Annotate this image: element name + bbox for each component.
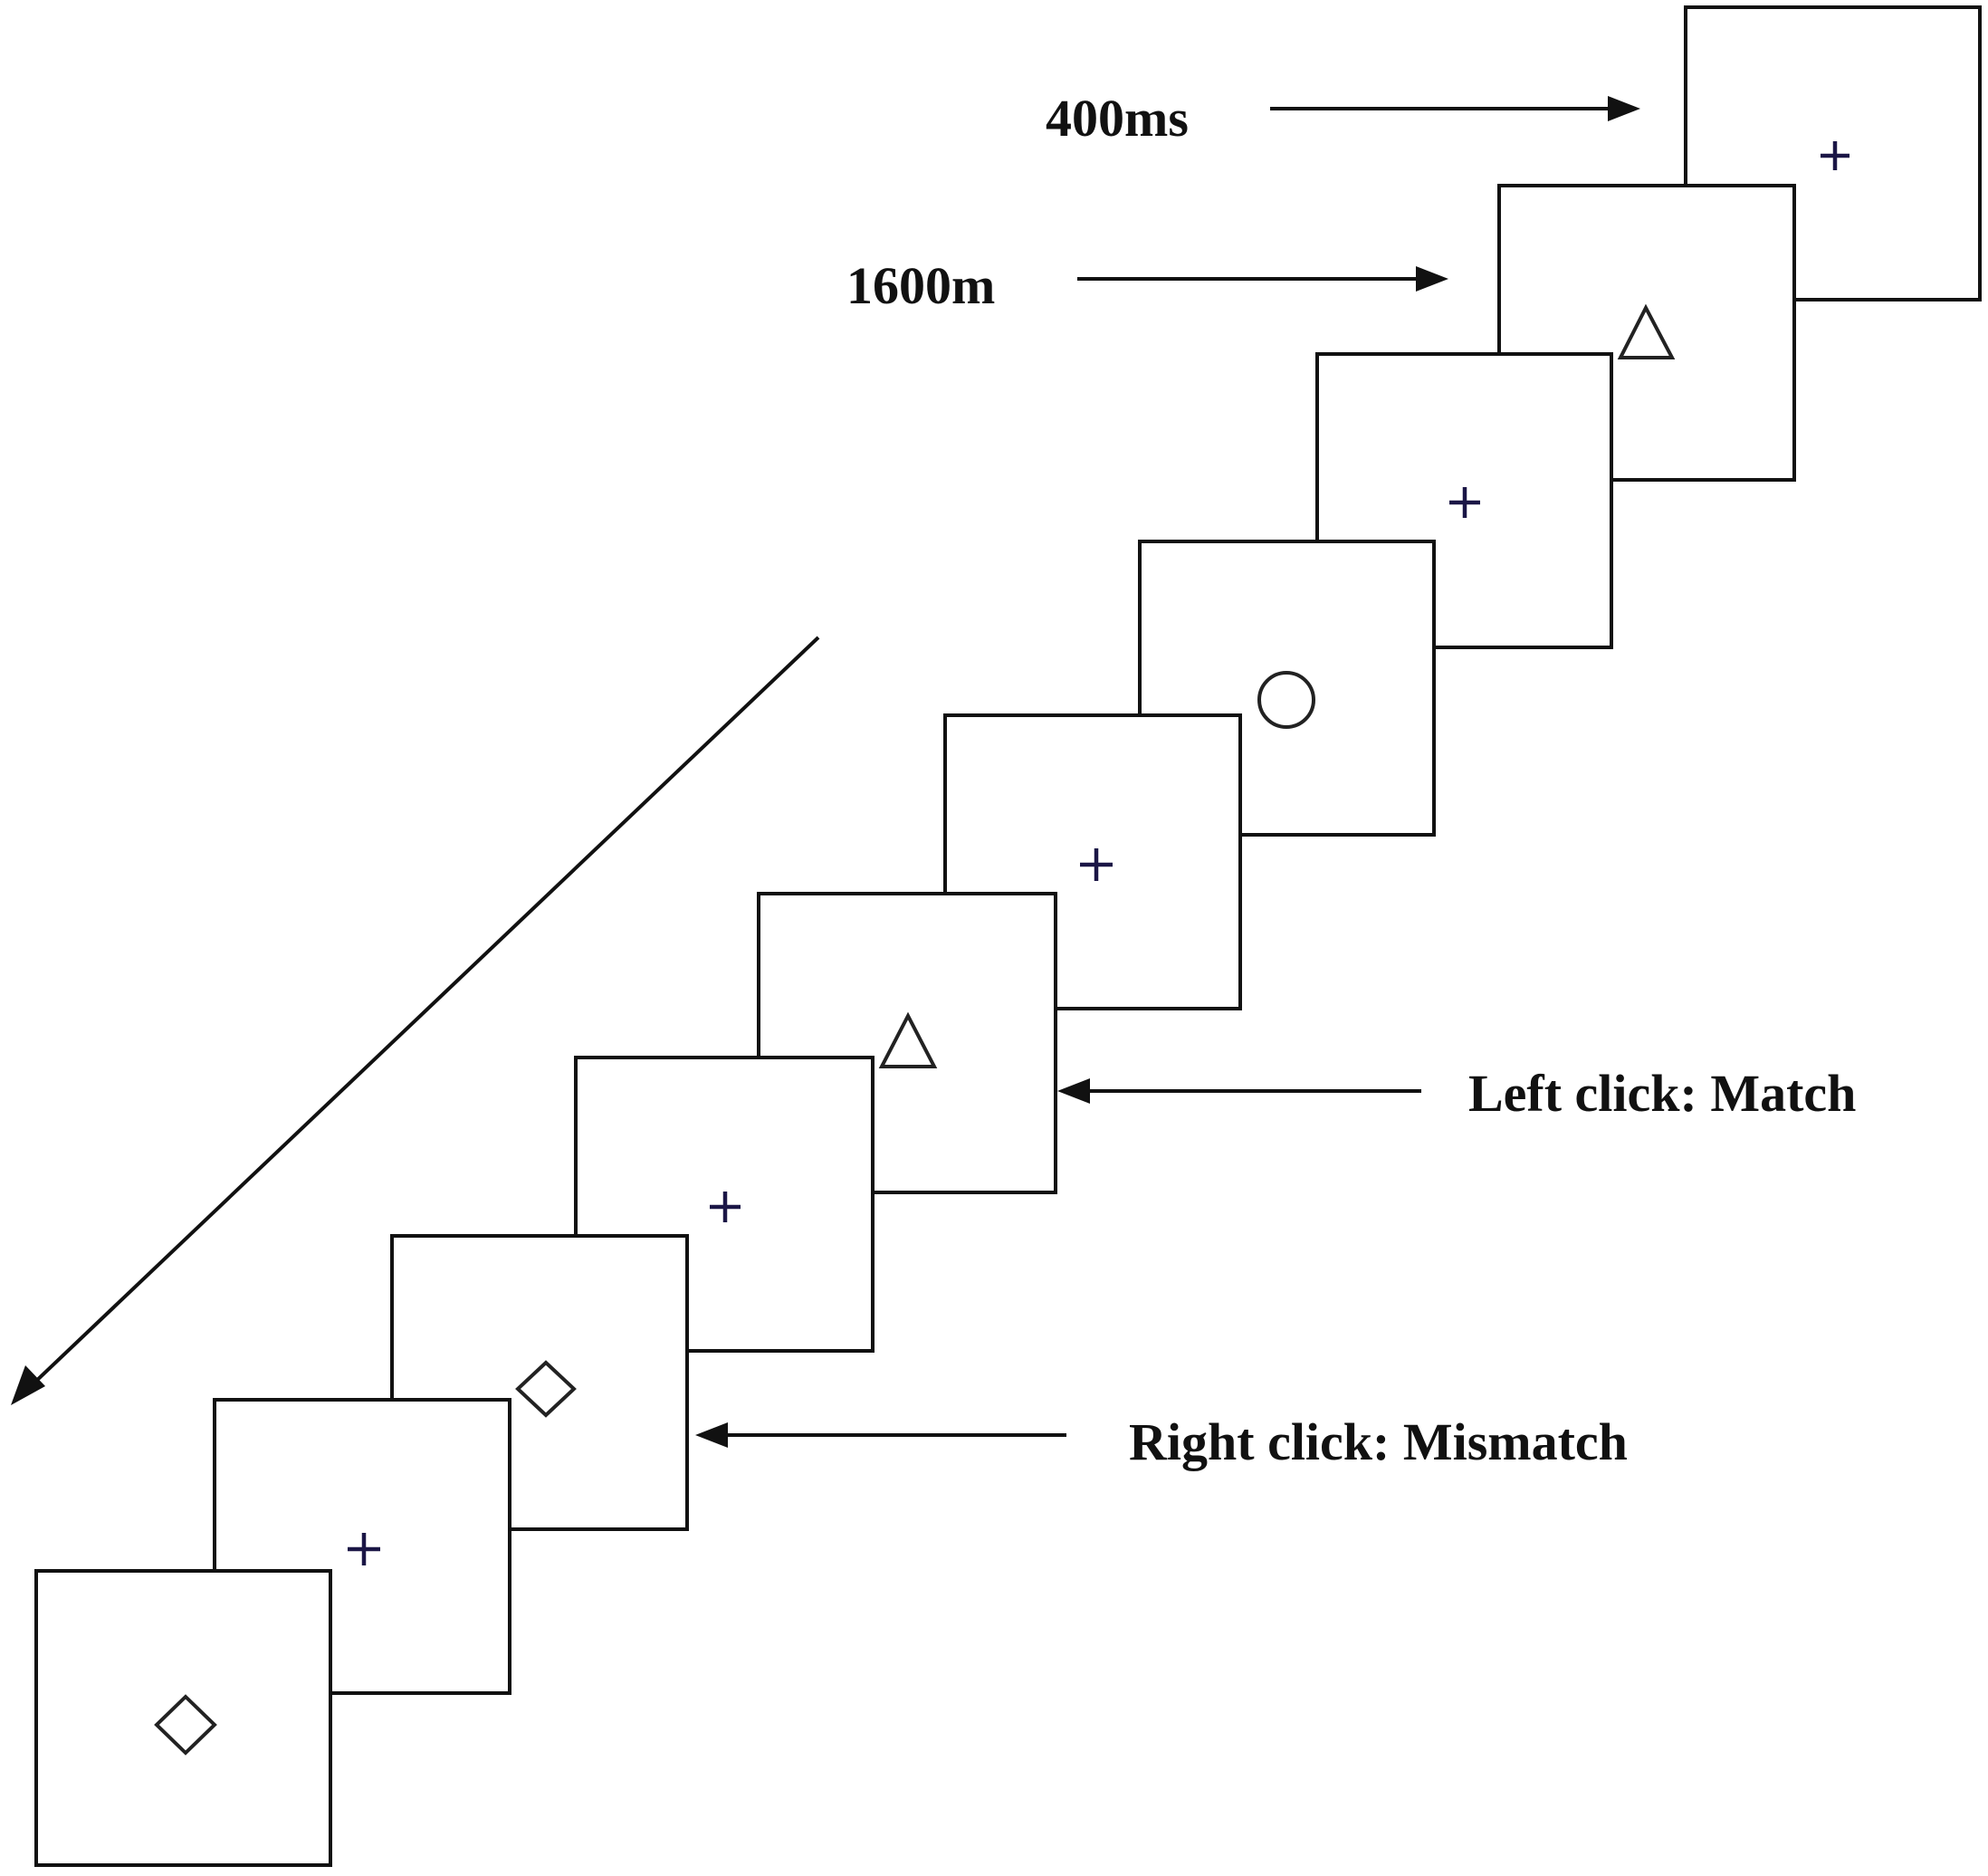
frame-8 [390, 1234, 689, 1531]
fixation-cross-icon [1449, 487, 1480, 518]
left-click-label: Left click: Match [1468, 1064, 1856, 1123]
fixation-cross-icon [710, 1192, 741, 1222]
fixation-cross-icon [1080, 848, 1113, 881]
timing-label-400ms: 400ms [1046, 89, 1189, 148]
right-click-label: Right click: Mismatch [1129, 1412, 1628, 1471]
circle-icon [1257, 671, 1315, 729]
triangle-icon [1617, 303, 1676, 359]
arrow-400ms [1270, 96, 1640, 121]
arrow-right-click [695, 1422, 1066, 1448]
frame-2 [1497, 184, 1796, 482]
fixation-cross-icon [348, 1533, 380, 1565]
frame-10 [34, 1569, 332, 1867]
timing-label-1600ms: 1600m [846, 256, 995, 315]
arrow-left-click [1057, 1078, 1421, 1104]
diamond-icon [154, 1694, 217, 1756]
diamond-icon [515, 1360, 577, 1418]
fixation-cross-icon [1821, 141, 1849, 170]
time-direction-arrow [11, 636, 820, 1405]
arrow-1600ms [1077, 266, 1448, 292]
triangle-icon [878, 1011, 938, 1068]
